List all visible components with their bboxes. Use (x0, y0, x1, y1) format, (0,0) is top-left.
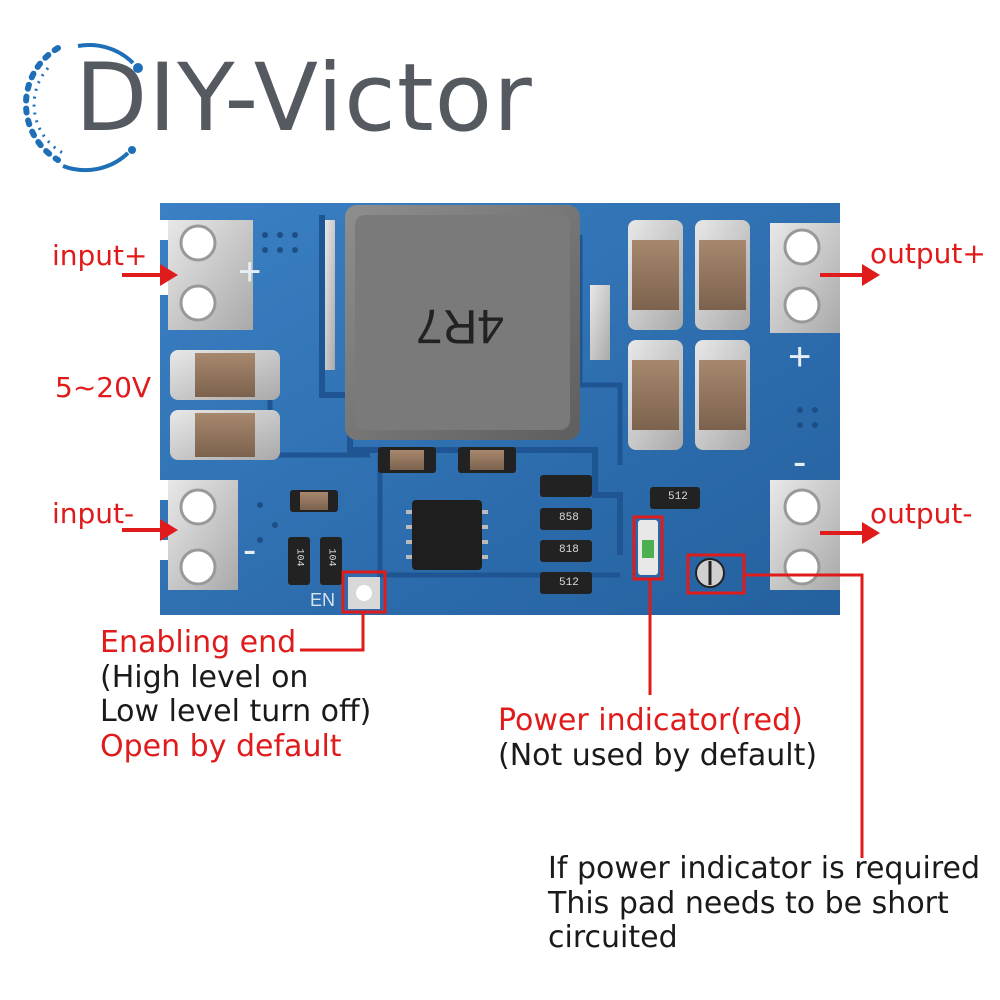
plus-sign-left: + (238, 250, 262, 294)
resistor-marking: 818 (559, 544, 579, 556)
logo-mark (23, 42, 143, 173)
minus-sign-right: - (793, 440, 807, 484)
inductor-marking-text: 4R7 (416, 299, 504, 352)
power-indicator-note: (Not used by default) (498, 737, 818, 773)
enable-title: Enabling end (100, 625, 297, 660)
label-input-plus: input+ (52, 239, 148, 272)
resistor-marking: 512 (559, 577, 579, 589)
en-label: EN (310, 590, 336, 610)
pad-note-line2: This pad needs to be short (548, 885, 949, 921)
brand-logo-text: DIY-Victor (75, 44, 533, 153)
label-input-minus: input- (52, 497, 135, 530)
pad-note-annotation: If power indicator is required This pad … (548, 851, 980, 956)
resistor-marking: 512 (668, 491, 688, 503)
enable-line1: (High level on (100, 659, 309, 695)
resistor-marking: 858 (559, 512, 579, 524)
label-output-plus: output+ (870, 237, 986, 270)
label-output-minus: output- (870, 497, 973, 530)
power-indicator-title: Power indicator(red) (498, 703, 803, 738)
label-voltage-range: 5~20V (55, 371, 152, 404)
inductor-marking: 4R7 (416, 299, 504, 352)
plus-sign-right: + (788, 335, 812, 379)
minus-sign-left: - (243, 528, 257, 572)
enable-line2: Low level turn off) (100, 694, 372, 729)
pcb-board-image (160, 203, 840, 615)
pad-note-line1: If power indicator is required (548, 851, 980, 886)
pad-note-line3: circuited (548, 920, 678, 955)
enable-line3: Open by default (100, 728, 342, 764)
power-indicator-annotation: Power indicator(red) (Not used by defaul… (498, 703, 818, 773)
enable-annotation: Enabling end (High level on Low level tu… (100, 625, 372, 764)
